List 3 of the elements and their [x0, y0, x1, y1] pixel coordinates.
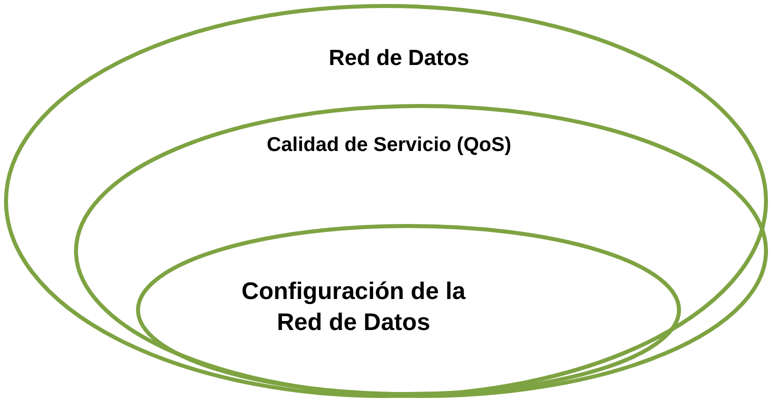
ring-title: Configuración de la Red de Datos: [240, 277, 467, 338]
ring-title: Calidad de Servicio (QoS): [266, 133, 512, 158]
ring-title: Red de Datos: [328, 44, 470, 72]
